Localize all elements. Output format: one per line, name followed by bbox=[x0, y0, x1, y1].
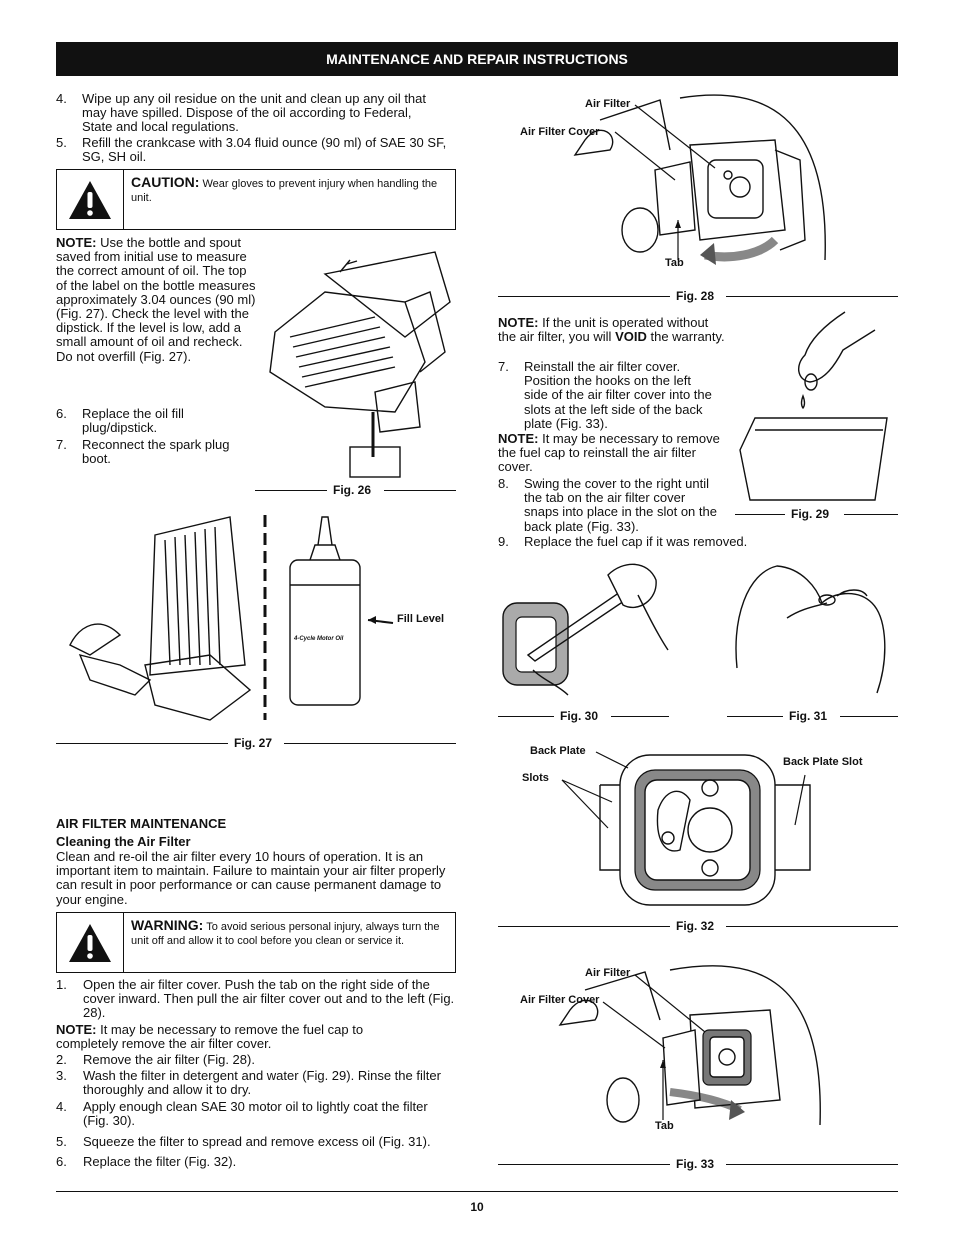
caption-rule bbox=[840, 716, 898, 717]
step-number: 4. bbox=[56, 1099, 67, 1114]
caution-label: CAUTION: bbox=[131, 174, 200, 190]
caption-rule bbox=[727, 716, 783, 717]
air-filter-cover-label: Air Filter Cover bbox=[520, 994, 600, 1006]
step-text: Wash the filter in detergent and water (… bbox=[83, 1068, 441, 1098]
note-text-end: the warranty. bbox=[650, 329, 725, 345]
caption-rule bbox=[726, 1164, 898, 1165]
step-text: Refill the crankcase with 3.04 fluid oun… bbox=[82, 135, 447, 165]
caption-rule bbox=[726, 296, 898, 297]
fig27-illustration bbox=[69, 515, 394, 721]
tab-label: Tab bbox=[665, 257, 684, 269]
af-note-1: NOTE: It may be necessary to remove the … bbox=[56, 1022, 401, 1052]
caption-rule bbox=[735, 514, 785, 515]
note-text: It may be necessary to remove the fuel c… bbox=[56, 1022, 364, 1052]
fig29-illustration bbox=[739, 311, 888, 501]
fig31-illustration bbox=[735, 565, 886, 694]
caution-box: CAUTION: Wear gloves to prevent injury w… bbox=[56, 169, 456, 230]
step-text: Replace the oil fill plug/dipstick. bbox=[82, 406, 184, 436]
step-number: 6. bbox=[56, 406, 67, 421]
note-label: NOTE: bbox=[498, 315, 539, 330]
note-text: It may be necessary to remove the fuel c… bbox=[498, 431, 720, 475]
step-text: Squeeze the filter to spread and remove … bbox=[83, 1134, 431, 1149]
section-intro: Clean and re-oil the air filter every 10… bbox=[56, 849, 446, 907]
slots-label: Slots bbox=[522, 772, 549, 784]
step-number: 9. bbox=[498, 534, 509, 549]
step-text: Remove the air filter (Fig. 28). bbox=[83, 1052, 255, 1067]
step-text: Open the air filter cover. Push the tab … bbox=[83, 977, 455, 1021]
fig30-caption: Fig. 30 bbox=[560, 709, 599, 723]
fig28-illustration bbox=[573, 94, 826, 265]
step-text: Replace the fuel cap if it was removed. bbox=[524, 534, 748, 549]
caption-rule bbox=[498, 1164, 670, 1165]
warning-triangle-icon bbox=[57, 170, 124, 229]
caption-rule bbox=[726, 926, 898, 927]
air-filter-label: Air Filter bbox=[585, 967, 631, 979]
step-text: Replace the filter (Fig. 32). bbox=[83, 1154, 237, 1169]
step-number: 5. bbox=[56, 1134, 67, 1149]
step-number: 8. bbox=[498, 476, 509, 491]
step-number: 7. bbox=[498, 359, 509, 374]
back-plate-label: Back Plate bbox=[530, 745, 586, 757]
caption-rule bbox=[498, 296, 670, 297]
caption-rule bbox=[384, 490, 456, 491]
warning-box: WARNING: To avoid serious personal injur… bbox=[56, 912, 456, 973]
step-text: Reinstall the air filter cover. Position… bbox=[524, 359, 712, 431]
step-number: 1. bbox=[56, 977, 67, 992]
back-plate-slot-label: Back Plate Slot bbox=[783, 756, 863, 768]
note-label: NOTE: bbox=[498, 431, 539, 446]
note-label: NOTE: bbox=[56, 235, 97, 250]
fig30-illustration bbox=[502, 563, 669, 696]
warning-triangle-icon bbox=[57, 913, 124, 972]
step-number: 2. bbox=[56, 1052, 67, 1067]
section-header: MAINTENANCE AND REPAIR INSTRUCTIONS bbox=[56, 42, 898, 76]
fig27-caption: Fig. 27 bbox=[234, 736, 273, 750]
fig33-caption: Fig. 33 bbox=[676, 1157, 715, 1171]
bottle-label: 4-Cycle Motor Oil bbox=[294, 636, 344, 642]
caption-rule bbox=[255, 490, 327, 491]
step-number: 6. bbox=[56, 1154, 67, 1169]
tab-label: Tab bbox=[655, 1120, 674, 1132]
air-filter-label: Air Filter bbox=[585, 98, 631, 110]
caption-rule bbox=[498, 926, 670, 927]
caution-text: CAUTION: Wear gloves to prevent injury w… bbox=[131, 175, 449, 205]
air-filter-cover-label: Air Filter Cover bbox=[520, 126, 600, 138]
step-text: Swing the cover to the right until the t… bbox=[524, 476, 717, 534]
note-text: If the unit is operated without the air … bbox=[498, 315, 709, 345]
caption-rule bbox=[56, 743, 228, 744]
note-oil-bottle: NOTE: Use the bottle and spout saved fro… bbox=[56, 235, 256, 364]
caution-body: Wear gloves to prevent injury when handl… bbox=[131, 178, 438, 204]
fig28-caption: Fig. 28 bbox=[676, 289, 715, 303]
step-number: 4. bbox=[56, 91, 67, 106]
fig29-caption: Fig. 29 bbox=[791, 507, 830, 521]
step-text: Wipe up any oil residue on the unit and … bbox=[82, 91, 427, 135]
fig33-illustration bbox=[558, 965, 821, 1126]
footer-rule bbox=[56, 1191, 898, 1192]
warning-body: To avoid serious personal injury, always… bbox=[131, 921, 440, 947]
warning-text: WARNING: To avoid serious personal injur… bbox=[131, 918, 449, 948]
step-number: 3. bbox=[56, 1068, 67, 1083]
caption-rule bbox=[284, 743, 456, 744]
note-void: VOID bbox=[615, 329, 647, 345]
fig31-caption: Fig. 31 bbox=[789, 709, 828, 723]
note-text: Use the bottle and spout saved from init… bbox=[56, 235, 256, 364]
rc-note-2: NOTE: It may be necessary to remove the … bbox=[498, 431, 723, 475]
fill-level-label: Fill Level bbox=[397, 613, 445, 625]
fig32-illustration bbox=[561, 751, 811, 906]
step-number: 7. bbox=[56, 437, 67, 452]
caption-rule bbox=[611, 716, 669, 717]
section-heading: AIR FILTER MAINTENANCE bbox=[56, 816, 227, 831]
warning-label: WARNING: bbox=[131, 917, 204, 933]
section-subheading: Cleaning the Air Filter bbox=[56, 834, 191, 849]
caption-rule bbox=[844, 514, 898, 515]
fig32-caption: Fig. 32 bbox=[676, 919, 715, 933]
fig26-illustration bbox=[269, 251, 451, 478]
step-number: 5. bbox=[56, 135, 67, 150]
step-text: Reconnect the spark plug boot. bbox=[82, 437, 230, 467]
step-text: Apply enough clean SAE 30 motor oil to l… bbox=[83, 1099, 428, 1129]
page-number: 10 bbox=[470, 1200, 484, 1214]
note-label: NOTE: bbox=[56, 1022, 97, 1037]
fig26-caption: Fig. 26 bbox=[333, 483, 372, 497]
caption-rule bbox=[498, 716, 554, 717]
rc-note-1: NOTE: If the unit is operated without th… bbox=[498, 315, 726, 345]
